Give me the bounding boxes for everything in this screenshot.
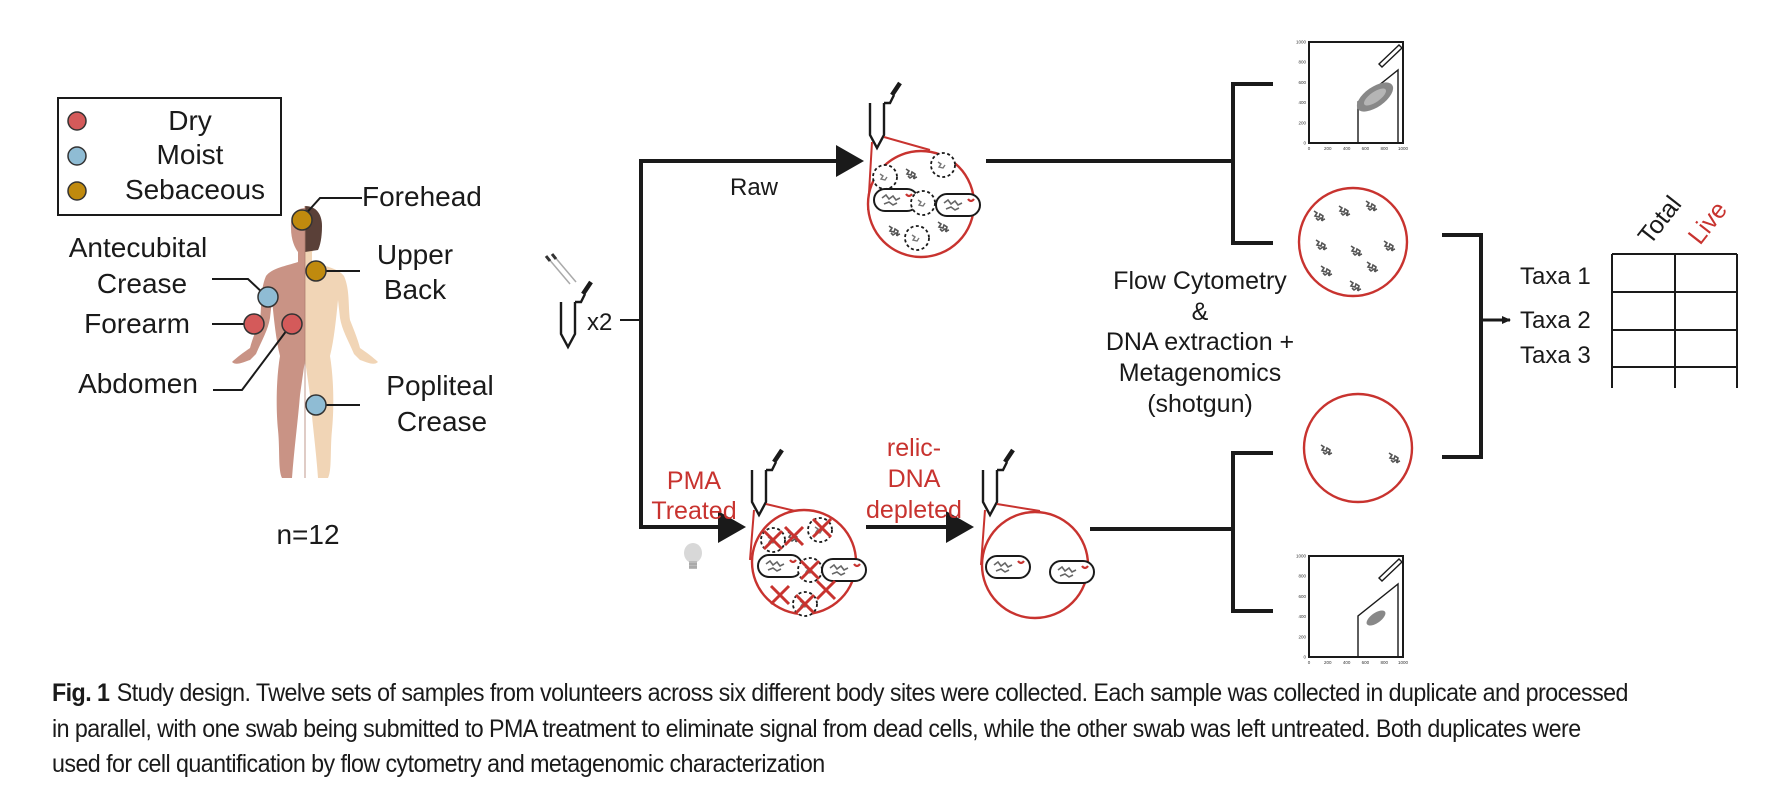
lightbulb-icon bbox=[684, 543, 702, 569]
legend-label-moist: Moist bbox=[157, 139, 224, 170]
analysis-line-3: DNA extraction + bbox=[1106, 328, 1294, 356]
moist-swatch-icon bbox=[67, 146, 87, 166]
relic-label-line2: DNA bbox=[888, 465, 941, 493]
pma-label-line2: Treated bbox=[651, 497, 736, 525]
analysis-line-4: Metagenomics bbox=[1119, 359, 1282, 387]
sebaceous-marker-icon bbox=[305, 260, 327, 282]
caption-text: Study design. Twelve sets of samples fro… bbox=[52, 679, 1628, 778]
body-site-abdomen: Abdomen bbox=[78, 313, 303, 399]
x-tick-label: 200 bbox=[1324, 146, 1332, 151]
site-label-forehead: Forehead bbox=[362, 181, 482, 212]
body-left-half bbox=[232, 208, 305, 478]
raw-sequenced-dna-circle bbox=[1297, 186, 1409, 298]
x-tick-label: 0 bbox=[1308, 660, 1311, 665]
x-tick-label: 200 bbox=[1324, 660, 1332, 665]
y-tick-label: 0 bbox=[1303, 655, 1306, 660]
x-tick-label: 800 bbox=[1380, 146, 1388, 151]
analysis-line-1: Flow Cytometry bbox=[1113, 267, 1287, 295]
branch-connector bbox=[639, 145, 864, 543]
relic-label-line3: depleted bbox=[866, 496, 962, 524]
x-tick-label: 1000 bbox=[1398, 146, 1409, 151]
taxa-table: Total Live Taxa 1 Taxa 2 Taxa 3 bbox=[1520, 191, 1738, 388]
flow-cytometry-plot-depleted: 00 200 200 400 400 600 600 800 800 1000 1000 bbox=[1296, 554, 1409, 666]
x-tick-label: 400 bbox=[1343, 660, 1351, 665]
relic-label-line1: relic- bbox=[887, 434, 941, 462]
table-row-label: Taxa 3 bbox=[1520, 342, 1591, 369]
body-site-upper-back: Upper Back bbox=[305, 239, 453, 305]
sebaceous-marker-icon bbox=[291, 209, 313, 231]
x-tick-label: 600 bbox=[1362, 660, 1370, 665]
legend-item-moist: Moist bbox=[67, 139, 224, 170]
legend-box bbox=[57, 97, 282, 216]
y-tick-label: 800 bbox=[1298, 574, 1306, 579]
table-row-label: Taxa 1 bbox=[1520, 263, 1591, 290]
legend-item-sebaceous: Sebaceous bbox=[67, 174, 265, 205]
table-row-label: Taxa 2 bbox=[1520, 307, 1591, 334]
site-label-abdomen: Abdomen bbox=[78, 368, 198, 399]
plot-ticks: 00 200 200 400 400 600 600 800 800 1000 1000 bbox=[1296, 554, 1409, 666]
x-tick-label: 600 bbox=[1362, 146, 1370, 151]
merge-bracket bbox=[1442, 233, 1511, 459]
site-label-popliteal-1: Popliteal bbox=[386, 370, 493, 401]
duplicate-label: x2 bbox=[587, 309, 612, 336]
sebaceous-swatch-icon bbox=[67, 181, 87, 201]
legend-label-sebaceous: Sebaceous bbox=[125, 174, 265, 205]
site-label-upper-back-1: Upper bbox=[377, 239, 453, 270]
y-tick-label: 400 bbox=[1298, 100, 1306, 105]
x-tick-label: 1000 bbox=[1398, 660, 1409, 665]
analysis-method-label: Flow Cytometry & DNA extraction + Metage… bbox=[1106, 267, 1294, 418]
legend: Dry Moist Sebaceous bbox=[57, 97, 282, 216]
y-tick-label: 1000 bbox=[1296, 554, 1307, 559]
body-site-forearm: Forearm bbox=[84, 308, 265, 339]
y-tick-label: 200 bbox=[1298, 120, 1306, 125]
pma-sample-zoom bbox=[749, 503, 868, 617]
human-body-illustration bbox=[232, 206, 378, 478]
y-tick-label: 600 bbox=[1298, 594, 1306, 599]
x-tick-label: 800 bbox=[1380, 660, 1388, 665]
depleted-results-fork bbox=[1090, 451, 1273, 613]
pma-label-line1: PMA bbox=[667, 467, 722, 495]
dry-marker-icon bbox=[243, 313, 265, 335]
legend-label-dry: Dry bbox=[168, 105, 212, 136]
moist-marker-icon bbox=[305, 394, 327, 416]
x-tick-label: 400 bbox=[1343, 146, 1351, 151]
raw-sample-zoom bbox=[866, 136, 982, 259]
column-header-total: Total bbox=[1633, 191, 1688, 250]
body-site-popliteal-crease: Popliteal Crease bbox=[305, 370, 494, 437]
site-label-forearm: Forearm bbox=[84, 308, 190, 339]
site-label-upper-back-2: Back bbox=[384, 274, 447, 305]
raw-branch-label: Raw bbox=[730, 174, 779, 201]
body-site-forehead: Forehead bbox=[291, 181, 482, 231]
raw-results-fork bbox=[986, 82, 1273, 245]
y-tick-label: 400 bbox=[1298, 614, 1306, 619]
y-tick-label: 200 bbox=[1298, 634, 1306, 639]
site-label-popliteal-2: Crease bbox=[397, 406, 487, 437]
site-label-antecubital-1: Antecubital bbox=[69, 232, 208, 263]
flow-cytometry-plot-raw: 00 200 200 400 400 600 600 800 800 1000 1000 bbox=[1296, 40, 1409, 152]
analysis-line-5: (shotgun) bbox=[1147, 390, 1253, 418]
sample-size-label: n=12 bbox=[276, 519, 339, 550]
table-grid bbox=[1611, 253, 1738, 388]
plot-ticks: 00 200 200 400 400 600 600 800 800 1000 1000 bbox=[1296, 40, 1409, 152]
study-design-diagram: Dry Moist Sebaceous Forehead Upper Back bbox=[57, 40, 1738, 666]
moist-marker-icon bbox=[257, 286, 279, 308]
dry-marker-icon bbox=[281, 313, 303, 335]
live-sequenced-dna-circle bbox=[1302, 392, 1414, 504]
analysis-line-2: & bbox=[1192, 298, 1209, 326]
site-label-antecubital-2: Crease bbox=[97, 268, 187, 299]
y-tick-label: 0 bbox=[1303, 141, 1306, 146]
dry-swatch-icon bbox=[67, 111, 87, 131]
depleted-sample-zoom bbox=[980, 503, 1096, 620]
body-site-antecubital-crease: Antecubital Crease bbox=[69, 232, 279, 308]
y-tick-label: 1000 bbox=[1296, 40, 1307, 45]
column-header-live: Live bbox=[1683, 196, 1733, 249]
legend-item-dry: Dry bbox=[67, 105, 212, 136]
swab-icon bbox=[544, 253, 577, 285]
x-tick-label: 0 bbox=[1308, 146, 1311, 151]
figure-number: Fig. 1 bbox=[52, 679, 110, 707]
y-tick-label: 600 bbox=[1298, 80, 1306, 85]
y-tick-label: 800 bbox=[1298, 60, 1306, 65]
